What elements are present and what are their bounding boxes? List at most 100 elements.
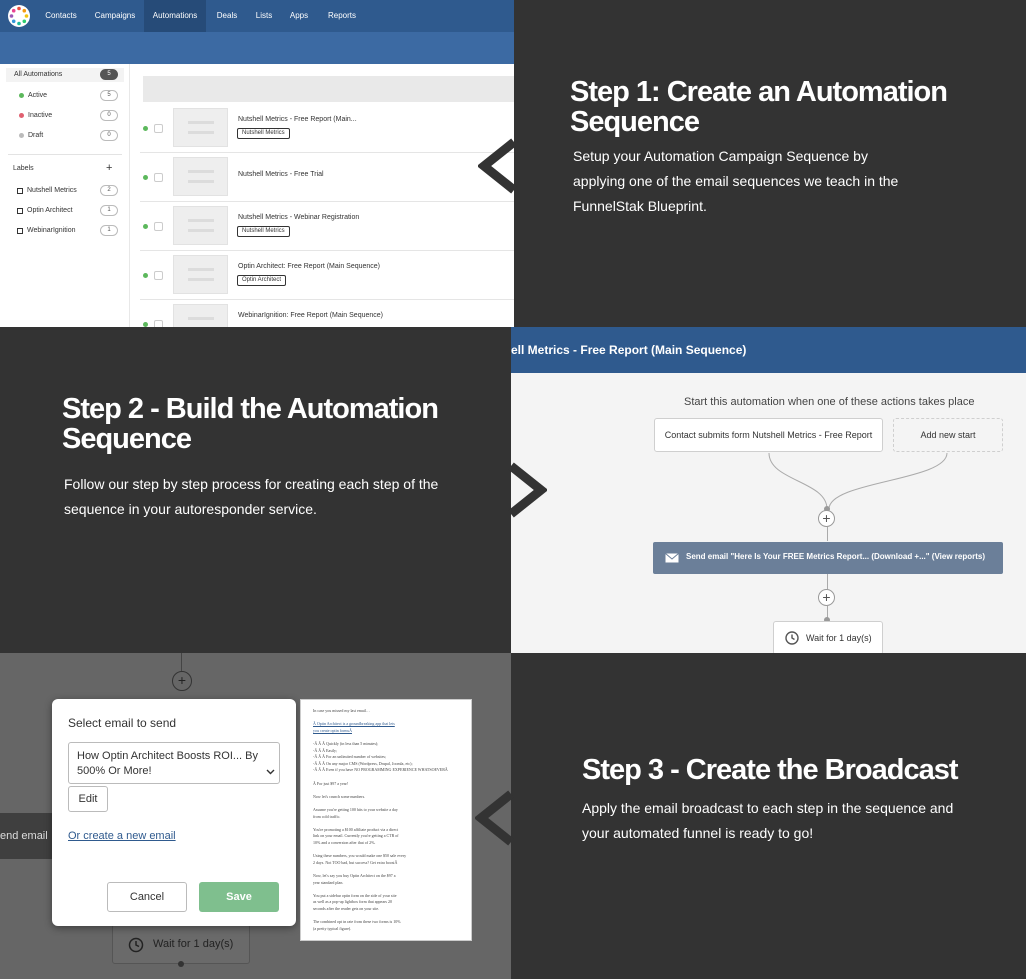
table-row[interactable]: WebinarIgnition: Free Report (Main Seque… (140, 300, 514, 327)
add-step-plus-icon[interactable]: + (172, 671, 192, 691)
email-preview-line: Using these numbers, you would make one … (313, 853, 407, 859)
sidebar-item-active[interactable]: Active 5 (6, 88, 124, 104)
label-item-optin-architect[interactable]: Optin Architect 1 (6, 204, 124, 220)
cancel-button[interactable]: Cancel (107, 882, 187, 912)
count-badge: 1 (100, 225, 118, 236)
sidebar-item-all[interactable]: All Automations 5 (6, 68, 124, 82)
table-row[interactable]: Optin Architect: Free Report (Main Seque… (140, 251, 514, 300)
label-item-label: WebinarIgnition (27, 227, 76, 234)
send-email-step[interactable]: Send email "Here Is Your FREE Metrics Re… (653, 542, 1003, 574)
sidebar-item-label: Inactive (28, 112, 53, 119)
add-new-start-button[interactable]: Add new start (893, 418, 1003, 452)
connector-knob (178, 961, 184, 967)
count-badge: 0 (100, 110, 118, 121)
table-row[interactable]: Nutshell Metrics - Free Trial (140, 153, 514, 202)
active-dot-icon (143, 126, 148, 131)
count-badge: 5 (100, 69, 118, 80)
wait-label: Wait for 1 day(s) (806, 633, 872, 643)
email-preview-line: Now let's crunch some numbers. (313, 793, 366, 799)
workflow-thumbnail (173, 255, 228, 294)
connector-line (181, 653, 182, 671)
top-nav: Contacts Campaigns Automations Deals Lis… (0, 0, 514, 32)
step1-body-line: FunnelStak Blueprint. (573, 198, 707, 214)
row-title[interactable]: Nutshell Metrics - Webinar Registration (238, 214, 360, 221)
chevron-left-icon (475, 790, 514, 846)
email-preview-line: Assume you're getting 100 hits to your w… (313, 807, 398, 812)
modal-title: Select email to send (68, 716, 177, 730)
add-label-button[interactable]: + (106, 162, 113, 174)
divider (8, 154, 122, 155)
step2-body-line: Follow our step by step process for crea… (64, 476, 439, 492)
add-step-plus-icon[interactable]: + (818, 510, 835, 527)
step1-panel: Step 1: Create an Automation Sequence Se… (478, 0, 1026, 327)
nav-contacts[interactable]: Contacts (45, 11, 77, 20)
connector-line (827, 574, 828, 589)
row-checkbox[interactable] (154, 320, 163, 327)
save-button[interactable]: Save (199, 882, 279, 912)
status-dot-icon (19, 133, 24, 138)
row-checkbox[interactable] (154, 271, 163, 280)
email-preview-line: as well as a pop-up lightbox form that a… (313, 899, 392, 905)
label-item-webinarignition[interactable]: WebinarIgnition 1 (6, 224, 124, 240)
add-step-plus-icon[interactable]: + (818, 589, 835, 606)
email-preview-line: 10% and a conversion after that of 2%. (313, 840, 376, 845)
step3-body-line: Apply the email broadcast to each step i… (582, 800, 954, 816)
row-tag: Nutshell Metrics (237, 226, 290, 237)
active-dot-icon (143, 175, 148, 180)
connector-line (827, 606, 828, 618)
email-preview-line: link on your email. Currently you're get… (313, 833, 399, 839)
labels-heading: Labels (13, 165, 34, 172)
email-preview-line: 2 days. Not TOO bad, but success? Get ex… (313, 859, 398, 865)
email-preview-line: Â For just $97 a year! (313, 780, 349, 786)
count-badge: 2 (100, 185, 118, 196)
email-preview-line: You put a sidebar optin form on the side… (313, 892, 397, 898)
nav-deals[interactable]: Deals (216, 11, 238, 20)
label-item-nutshell-metrics[interactable]: Nutshell Metrics 2 (6, 184, 124, 200)
step2-title-line1: Step 2 - Build the Automation (62, 393, 439, 425)
nav-reports[interactable]: Reports (327, 11, 356, 20)
row-checkbox[interactable] (154, 222, 163, 231)
workflow-thumbnail (173, 108, 228, 147)
row-checkbox[interactable] (154, 173, 163, 182)
trigger-box[interactable]: Contact submits form Nutshell Metrics - … (654, 418, 883, 452)
clock-icon (128, 937, 144, 953)
workflow-title: ell Metrics - Free Report (Main Sequence… (511, 343, 747, 357)
email-select[interactable]: How Optin Architect Boosts ROI... By 500… (68, 742, 280, 784)
edit-button[interactable]: Edit (68, 786, 108, 812)
row-tag: Optin Architect (237, 275, 287, 286)
email-preview-line: -Â Â Â Easily; (313, 747, 338, 753)
app-logo-icon[interactable] (8, 5, 30, 27)
sidebar-item-draft[interactable]: Draft 0 (6, 128, 124, 144)
sidebar-item-inactive[interactable]: Inactive 0 (6, 108, 124, 124)
nav-apps[interactable]: Apps (289, 11, 309, 20)
connector-knob (824, 506, 830, 512)
header-band (0, 32, 514, 64)
table-row[interactable]: Nutshell Metrics - Free Report (Main... … (140, 104, 514, 153)
nav-campaigns[interactable]: Campaigns (94, 11, 136, 20)
row-title[interactable]: Nutshell Metrics - Free Trial (238, 171, 324, 178)
chevron-down-icon (266, 769, 275, 775)
nav-lists[interactable]: Lists (255, 11, 273, 20)
email-preview-line: -Â Â Â Quickly (in less than 5 minutes); (313, 741, 379, 746)
sidebar-item-label: Draft (28, 132, 44, 139)
email-preview-line: -Â Â Â For an unlimited number of websit… (313, 754, 387, 760)
workflow-thumbnail (173, 304, 228, 327)
row-title[interactable]: Optin Architect: Free Report (Main Seque… (238, 263, 381, 270)
step1-body-line: Setup your Automation Campaign Sequence … (573, 148, 868, 164)
chevron-right-icon (508, 462, 547, 518)
email-select-value-line1: How Optin Architect Boosts ROI... By (77, 750, 258, 762)
nav-automations[interactable]: Automations (144, 0, 206, 32)
email-preview-line: -Â Â Â Even if you have NO PROGRAMMING E… (313, 767, 448, 773)
wait-step[interactable]: Wait for 1 day(s) (773, 621, 883, 653)
step1-title-line2: Sequence (570, 106, 700, 138)
row-checkbox[interactable] (154, 124, 163, 133)
email-preview-line: year standard plan. (313, 879, 344, 885)
active-dot-icon (143, 322, 148, 327)
row-title[interactable]: WebinarIgnition: Free Report (Main Seque… (238, 312, 384, 319)
start-instructions: Start this automation when one of these … (684, 396, 975, 408)
sidebar: All Automations 5 Active 5 Inactive 0 Dr… (0, 64, 130, 327)
row-title[interactable]: Nutshell Metrics - Free Report (Main... (238, 116, 357, 123)
active-dot-icon (143, 224, 148, 229)
table-row[interactable]: Nutshell Metrics - Webinar Registration … (140, 202, 514, 251)
create-new-email-link[interactable]: Or create a new email (68, 830, 176, 842)
